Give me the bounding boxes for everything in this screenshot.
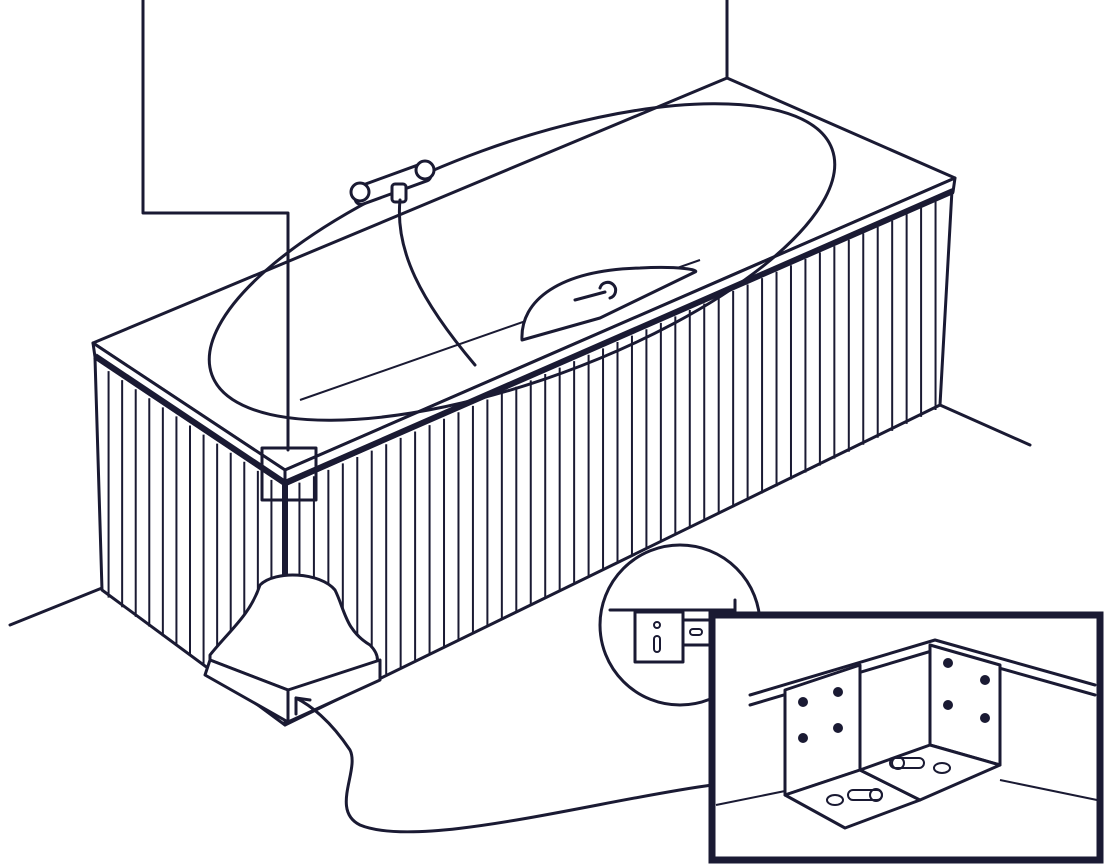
bathtub-rim: [91, 76, 957, 486]
leader-line: [141, 0, 290, 452]
floor-line-right: [938, 403, 1032, 447]
pointer-arrow: [294, 696, 714, 834]
headrest: [520, 265, 698, 342]
shower-hose: [397, 198, 477, 367]
foam-block: [203, 573, 382, 724]
hand-shower: [573, 280, 618, 302]
bracket-detail-inset: [708, 611, 1104, 864]
mixer-tap: [349, 159, 436, 206]
floor-line-left: [8, 586, 104, 627]
detail-marker: [260, 446, 318, 502]
